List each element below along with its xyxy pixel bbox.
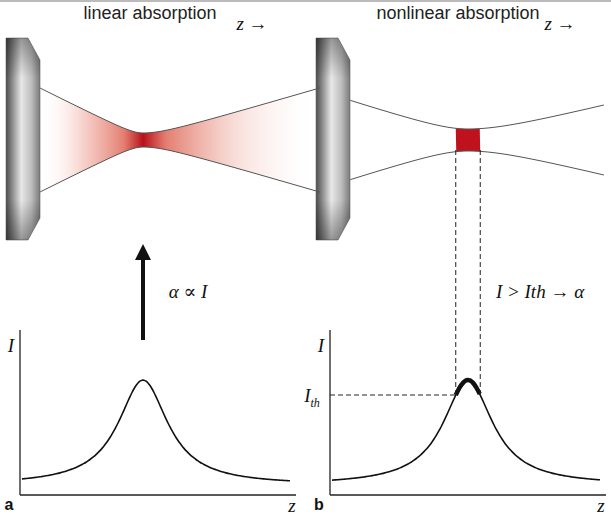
axis-direction: z → <box>236 14 267 35</box>
mirror <box>6 38 40 240</box>
axis-label: z <box>288 496 295 516</box>
panel-letter: b <box>314 496 324 514</box>
dashed-guide <box>330 150 480 395</box>
panel-title: linear absorption <box>83 4 216 24</box>
axis-direction: z → <box>544 14 575 35</box>
laser-beam <box>40 88 320 192</box>
laser-beam <box>350 100 604 179</box>
axis-label: I <box>318 336 324 357</box>
axis-label: z <box>597 496 604 516</box>
relation-label: I > Ith → α <box>496 282 584 303</box>
threshold-label: Ith <box>304 386 320 410</box>
mirror <box>316 38 350 240</box>
relation-label: α ∝ I <box>169 282 208 303</box>
intensity-curve <box>22 380 600 481</box>
axis-label: I <box>8 336 14 357</box>
axes <box>20 330 606 495</box>
panel-title: nonlinear absorption <box>376 4 539 24</box>
panel-letter: a <box>5 496 14 514</box>
arrow <box>141 252 145 340</box>
frame-line <box>0 1 611 2</box>
